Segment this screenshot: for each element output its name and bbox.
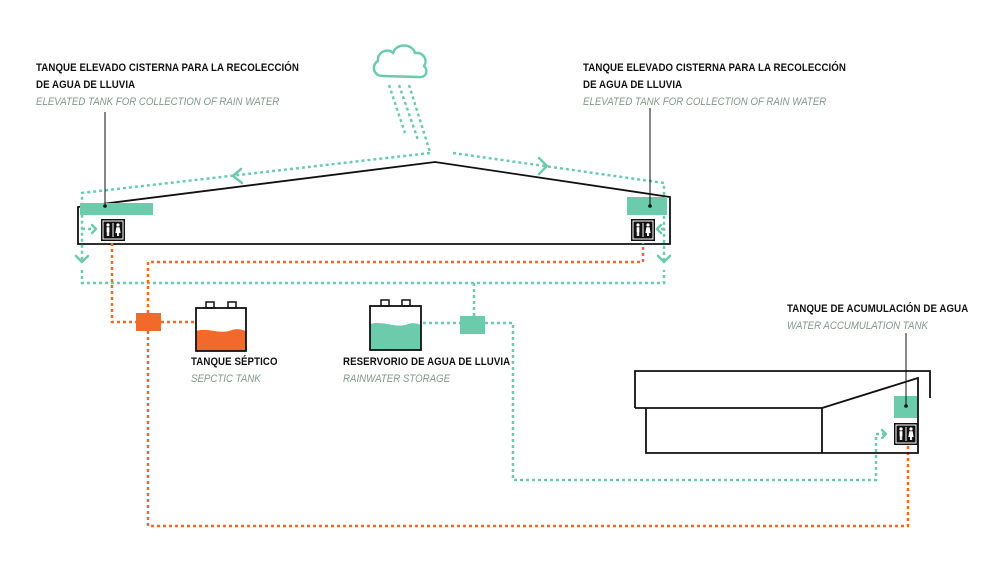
cloud-icon [372,44,428,79]
left-elevated-tank [80,203,153,215]
left-tank-title-line2: DE AGUA DE LLUVIA [36,79,136,91]
rainwater-storage-tank [369,299,422,351]
rainwater-pipes [80,270,886,482]
rainwater-valve [460,316,485,334]
septic-tank-subtitle: SEPCTIC TANK [191,373,261,385]
restroom-icon [893,422,919,446]
left-tank-subtitle: ELEVATED TANK FOR COLLECTION OF RAIN WAT… [36,96,280,108]
accumulation-tank-title: TANQUE DE ACUMULACIÓN DE AGUA [787,303,969,315]
septic-tank-label: TANQUE SÉPTICO SEPCTIC TANK [191,354,289,388]
wastewater-pipes [110,243,910,528]
left-tank-title-line1: TANQUE ELEVADO CISTERNA PARA LA RECOLECC… [36,62,300,74]
left-tank-label: TANQUE ELEVADO CISTERNA PARA LA RECOLECC… [36,60,335,111]
restroom-icon [100,218,126,242]
wastewater-valve [136,313,161,331]
storage-title: RESERVORIO DE AGUA DE LLUVIA [343,356,511,368]
right-tank-label: TANQUE ELEVADO CISTERNA PARA LA RECOLECC… [583,60,882,111]
right-tank-title-line2: DE AGUA DE LLUVIA [583,79,683,91]
right-tank-subtitle: ELEVATED TANK FOR COLLECTION OF RAIN WAT… [583,96,827,108]
main-building-outline [77,161,671,245]
septic-tank [195,301,247,352]
accumulation-tank-subtitle: WATER ACCUMULATION TANK [787,320,928,332]
leader-dots [103,204,908,408]
right-elevated-tank [627,197,667,215]
secondary-building [634,370,931,454]
storage-label: RESERVORIO DE AGUA DE LLUVIA RAINWATER S… [343,354,533,388]
septic-tank-title: TANQUE SÉPTICO [191,356,278,368]
rain-lines [387,84,432,153]
storage-subtitle: RAINWATER STORAGE [343,373,451,385]
rain-collection-lines [80,151,666,262]
leader-lines [104,108,907,406]
right-tank-title-line1: TANQUE ELEVADO CISTERNA PARA LA RECOLECC… [583,62,847,74]
arrow-icon [74,156,888,440]
restroom-icon [630,218,656,242]
accumulation-tank-label: TANQUE DE ACUMULACIÓN DE AGUA WATER ACCU… [787,301,993,335]
